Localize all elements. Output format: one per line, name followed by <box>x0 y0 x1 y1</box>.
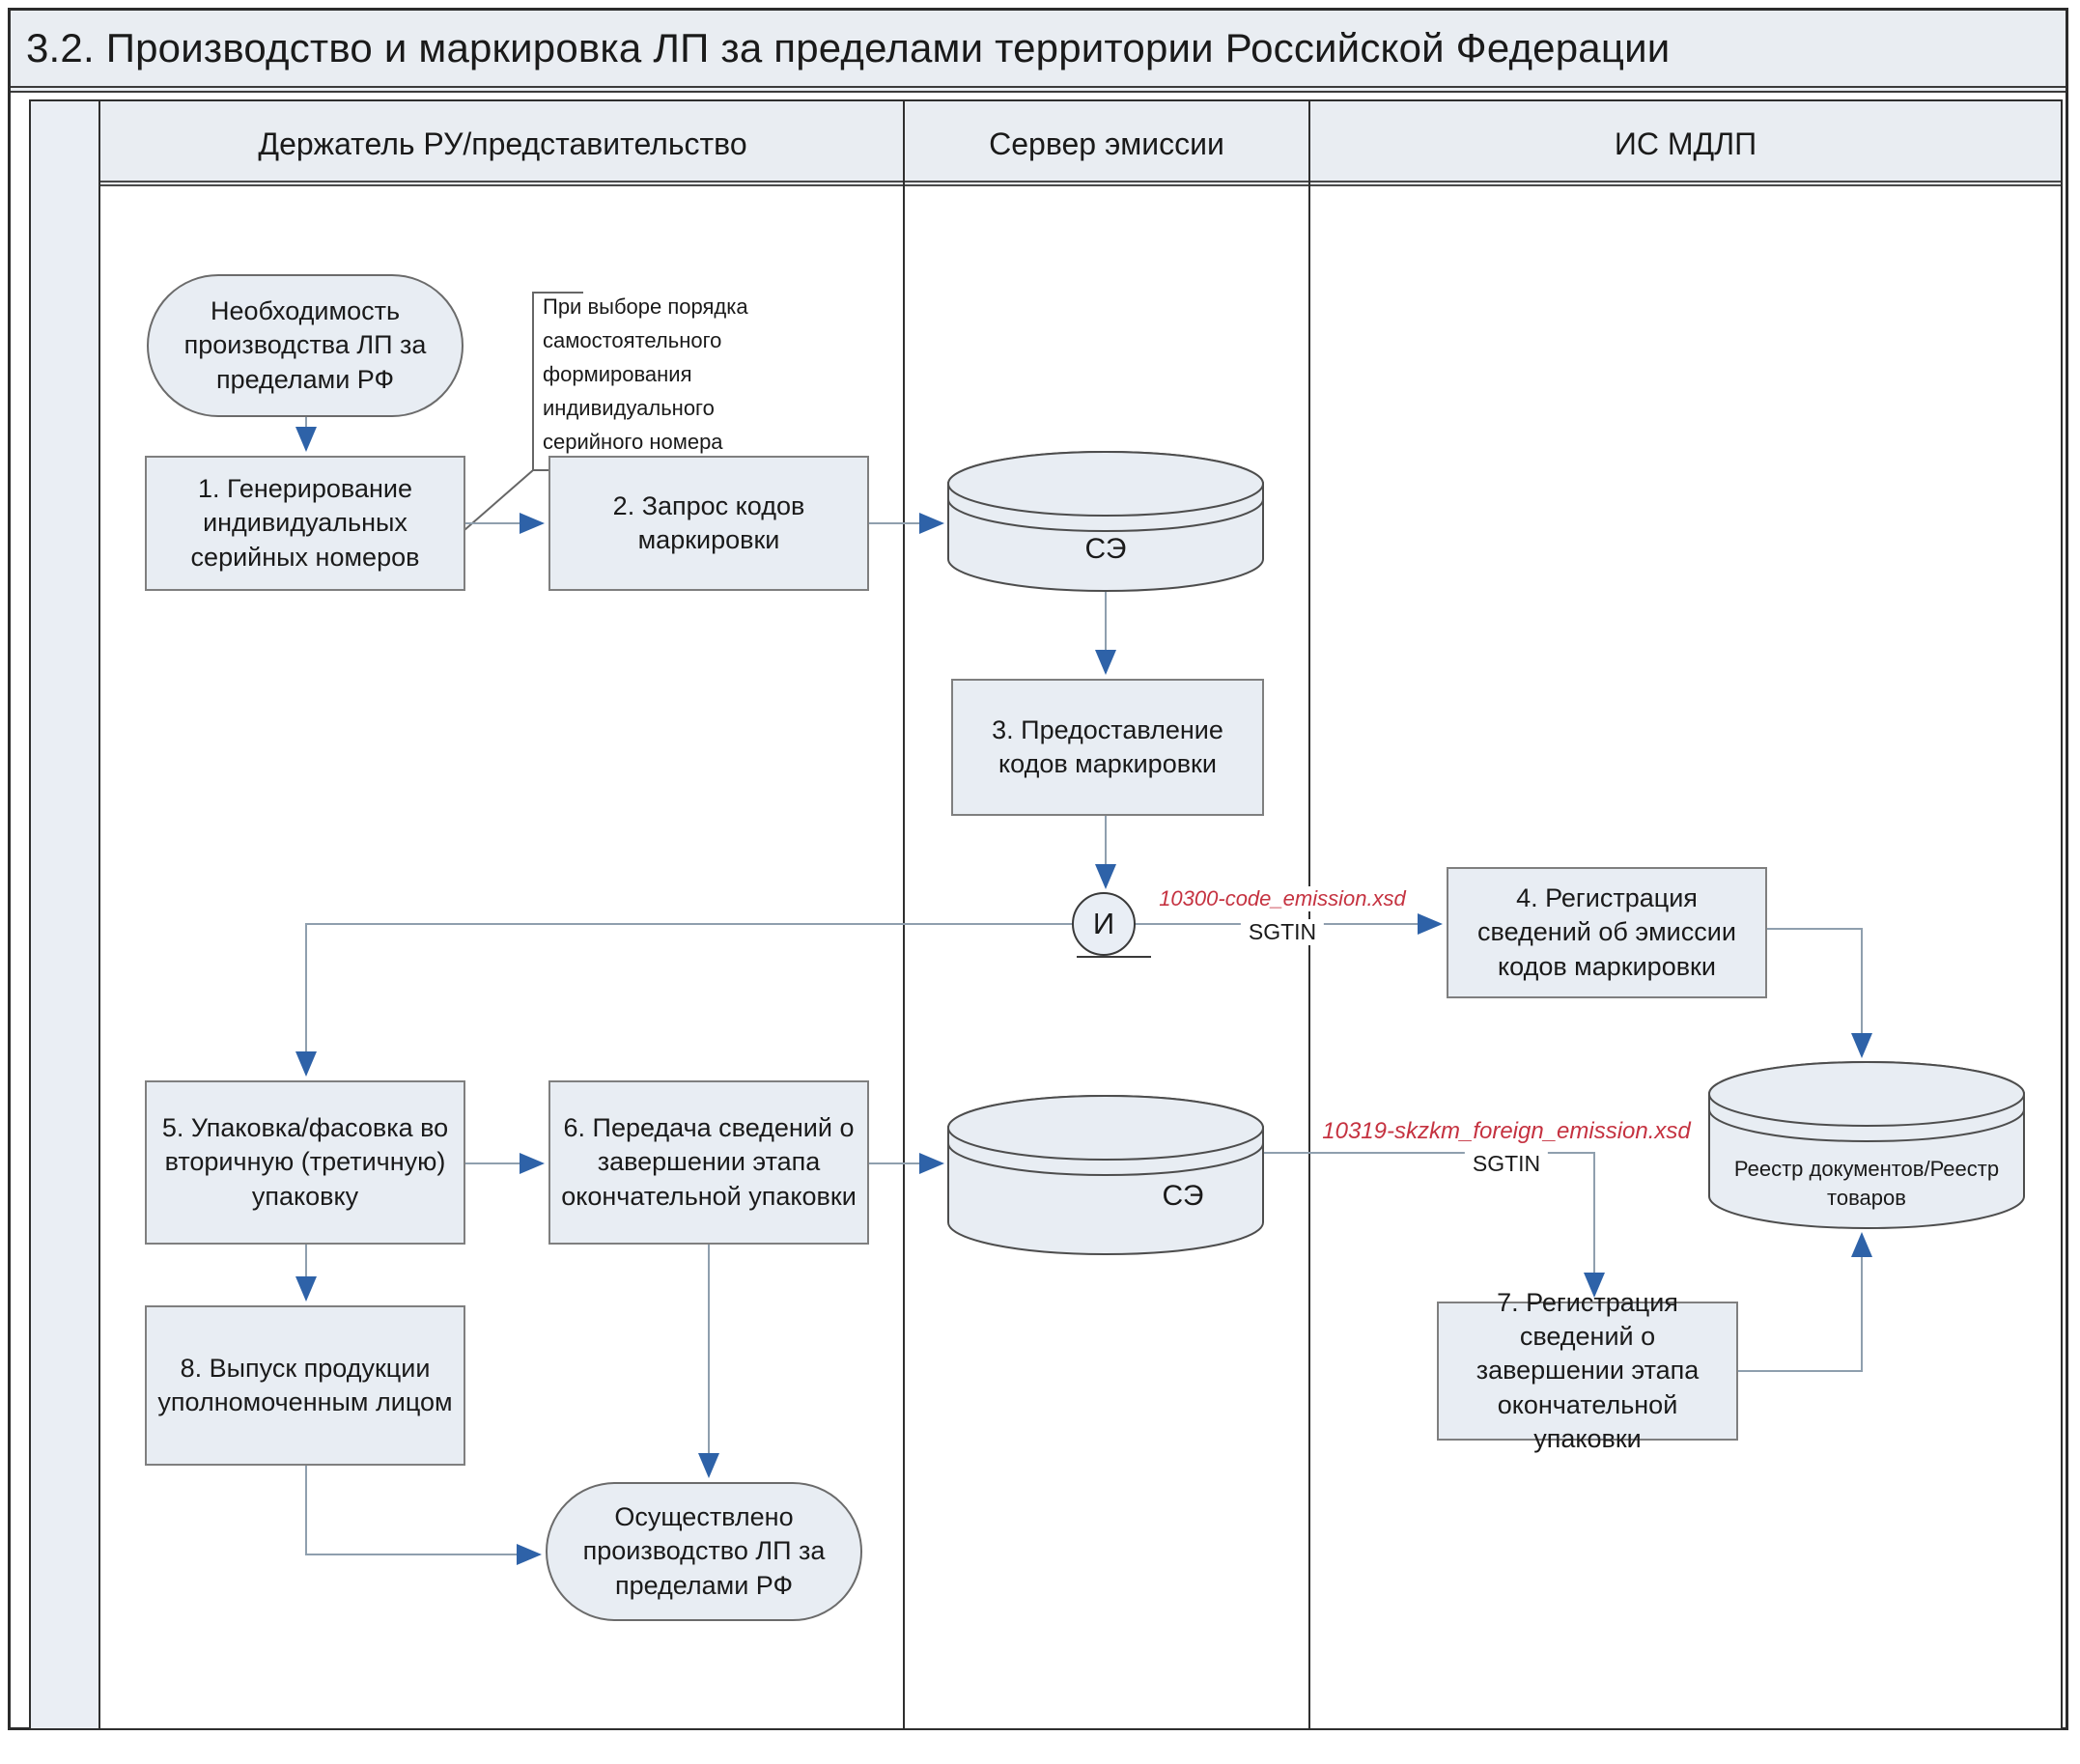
page-title: 3.2. Производство и маркировка ЛП за пре… <box>26 25 1671 70</box>
edge-tag-sgtin-2: SGTIN <box>1464 1151 1549 1177</box>
edge-file-code-emission: 10300-code_emission.xsd <box>1151 886 1414 911</box>
task-8-label: 8. Выпуск продукции уполномоченным лицом <box>157 1353 453 1416</box>
task-7-label: 7. Регистрация сведений о завершении эта… <box>1476 1288 1700 1453</box>
annotation-note: При выборе порядка самостоятельного форм… <box>543 294 748 454</box>
task-8-product-release: 8. Выпуск продукции уполномоченным лицом <box>145 1305 465 1466</box>
lane-title-emission-server-label: Сервер эмиссии <box>989 126 1224 161</box>
task-4-label: 4. Регистрация сведений об эмиссии кодов… <box>1477 883 1736 981</box>
lane-divider-1 <box>903 101 905 1728</box>
task-2-request-codes: 2. Запрос кодов маркировки <box>548 456 869 591</box>
pool-strip <box>31 101 100 1728</box>
task-5-label: 5. Упаковка/фасовка во вторичную (третич… <box>161 1113 449 1211</box>
database-se1-label: СЭ <box>1084 533 1127 565</box>
lane-title-is-mdlp-label: ИС МДЛП <box>1614 126 1757 161</box>
task-1-generate-serial-numbers: 1. Генерирование индивидуальных серийных… <box>145 456 465 591</box>
task-1-label: 1. Генерирование индивидуальных серийных… <box>190 474 420 572</box>
gateway-and-label: И <box>1092 907 1115 940</box>
task-6-send-completion-info: 6. Передача сведений о завершении этапа … <box>548 1080 869 1245</box>
database-se2-label: СЭ <box>1162 1180 1204 1212</box>
start-event: Необходимость производства ЛП за предела… <box>147 274 464 417</box>
task-7-register-completion: 7. Регистрация сведений о завершении эта… <box>1437 1288 1738 1453</box>
lane-title-holder: Держатель РУ/представительство <box>102 101 903 186</box>
lane-title-is-mdlp: ИС МДЛП <box>1310 101 2061 186</box>
title-bar: 3.2. Производство и маркировка ЛП за пре… <box>11 11 2066 93</box>
end-event-label: Осуществлено производство ЛП за пределам… <box>582 1502 826 1600</box>
edge-file-foreign-emission: 10319-skzkm_foreign_emission.xsd <box>1314 1118 1699 1145</box>
lane-title-holder-label: Держатель РУ/представительство <box>258 126 747 161</box>
task-6-label: 6. Передача сведений о завершении этапа … <box>561 1113 857 1211</box>
task-3-provide-codes: 3. Предоставление кодов маркировки <box>951 679 1264 816</box>
lane-header-band <box>100 101 2061 186</box>
lane-title-emission-server: Сервер эмиссии <box>905 101 1308 186</box>
start-event-label: Необходимость производства ЛП за предела… <box>183 296 427 394</box>
task-2-label: 2. Запрос кодов маркировки <box>612 490 805 554</box>
task-5-packaging: 5. Упаковка/фасовка во вторичную (третич… <box>145 1080 465 1245</box>
edge-tag-sgtin-1: SGTIN <box>1240 919 1325 945</box>
database-registry-label: Реестр документов/Реестр товаров <box>1733 1157 2000 1210</box>
lane-divider-2 <box>1308 101 1310 1728</box>
end-event: Осуществлено производство ЛП за пределам… <box>546 1482 862 1621</box>
task-4-register-emission: 4. Регистрация сведений об эмиссии кодов… <box>1447 867 1767 998</box>
task-3-label: 3. Предоставление кодов маркировки <box>992 714 1223 778</box>
